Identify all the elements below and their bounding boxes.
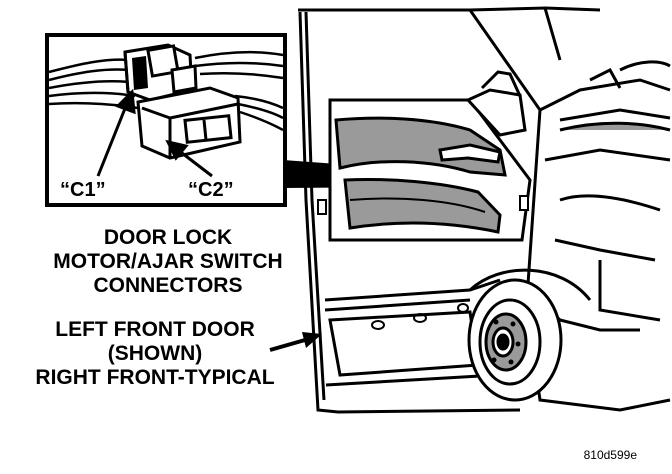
door-caption: LEFT FRONT DOOR (SHOWN) RIGHT FRONT-TYPI…: [35, 318, 274, 389]
connector-caption-line3: CONNECTORS: [94, 274, 243, 297]
callout-c2: “C2”: [188, 179, 234, 201]
leader-arrows-inset: [96, 88, 213, 178]
connector-caption-line2: MOTOR/AJAR SWITCH: [53, 250, 282, 273]
door-arrow: [269, 332, 322, 352]
vehicle-door: [298, 6, 601, 414]
connector-inset: “C1” “C2”: [45, 33, 287, 207]
callout-c1: “C1”: [60, 179, 106, 201]
door-caption-line3: RIGHT FRONT-TYPICAL: [35, 366, 274, 389]
door-caption-line2: (SHOWN): [108, 342, 202, 365]
cab-interior: [528, 60, 671, 412]
figure-id: 810d599e: [584, 448, 638, 462]
connector-caption: DOOR LOCK MOTOR/AJAR SWITCH CONNECTORS: [53, 226, 282, 297]
connector-caption-line1: DOOR LOCK: [104, 226, 232, 249]
front-wheel: [467, 268, 592, 402]
connector-c2: [136, 86, 242, 160]
door-caption-line1: LEFT FRONT DOOR: [55, 318, 254, 341]
wire-harness: [48, 50, 284, 132]
